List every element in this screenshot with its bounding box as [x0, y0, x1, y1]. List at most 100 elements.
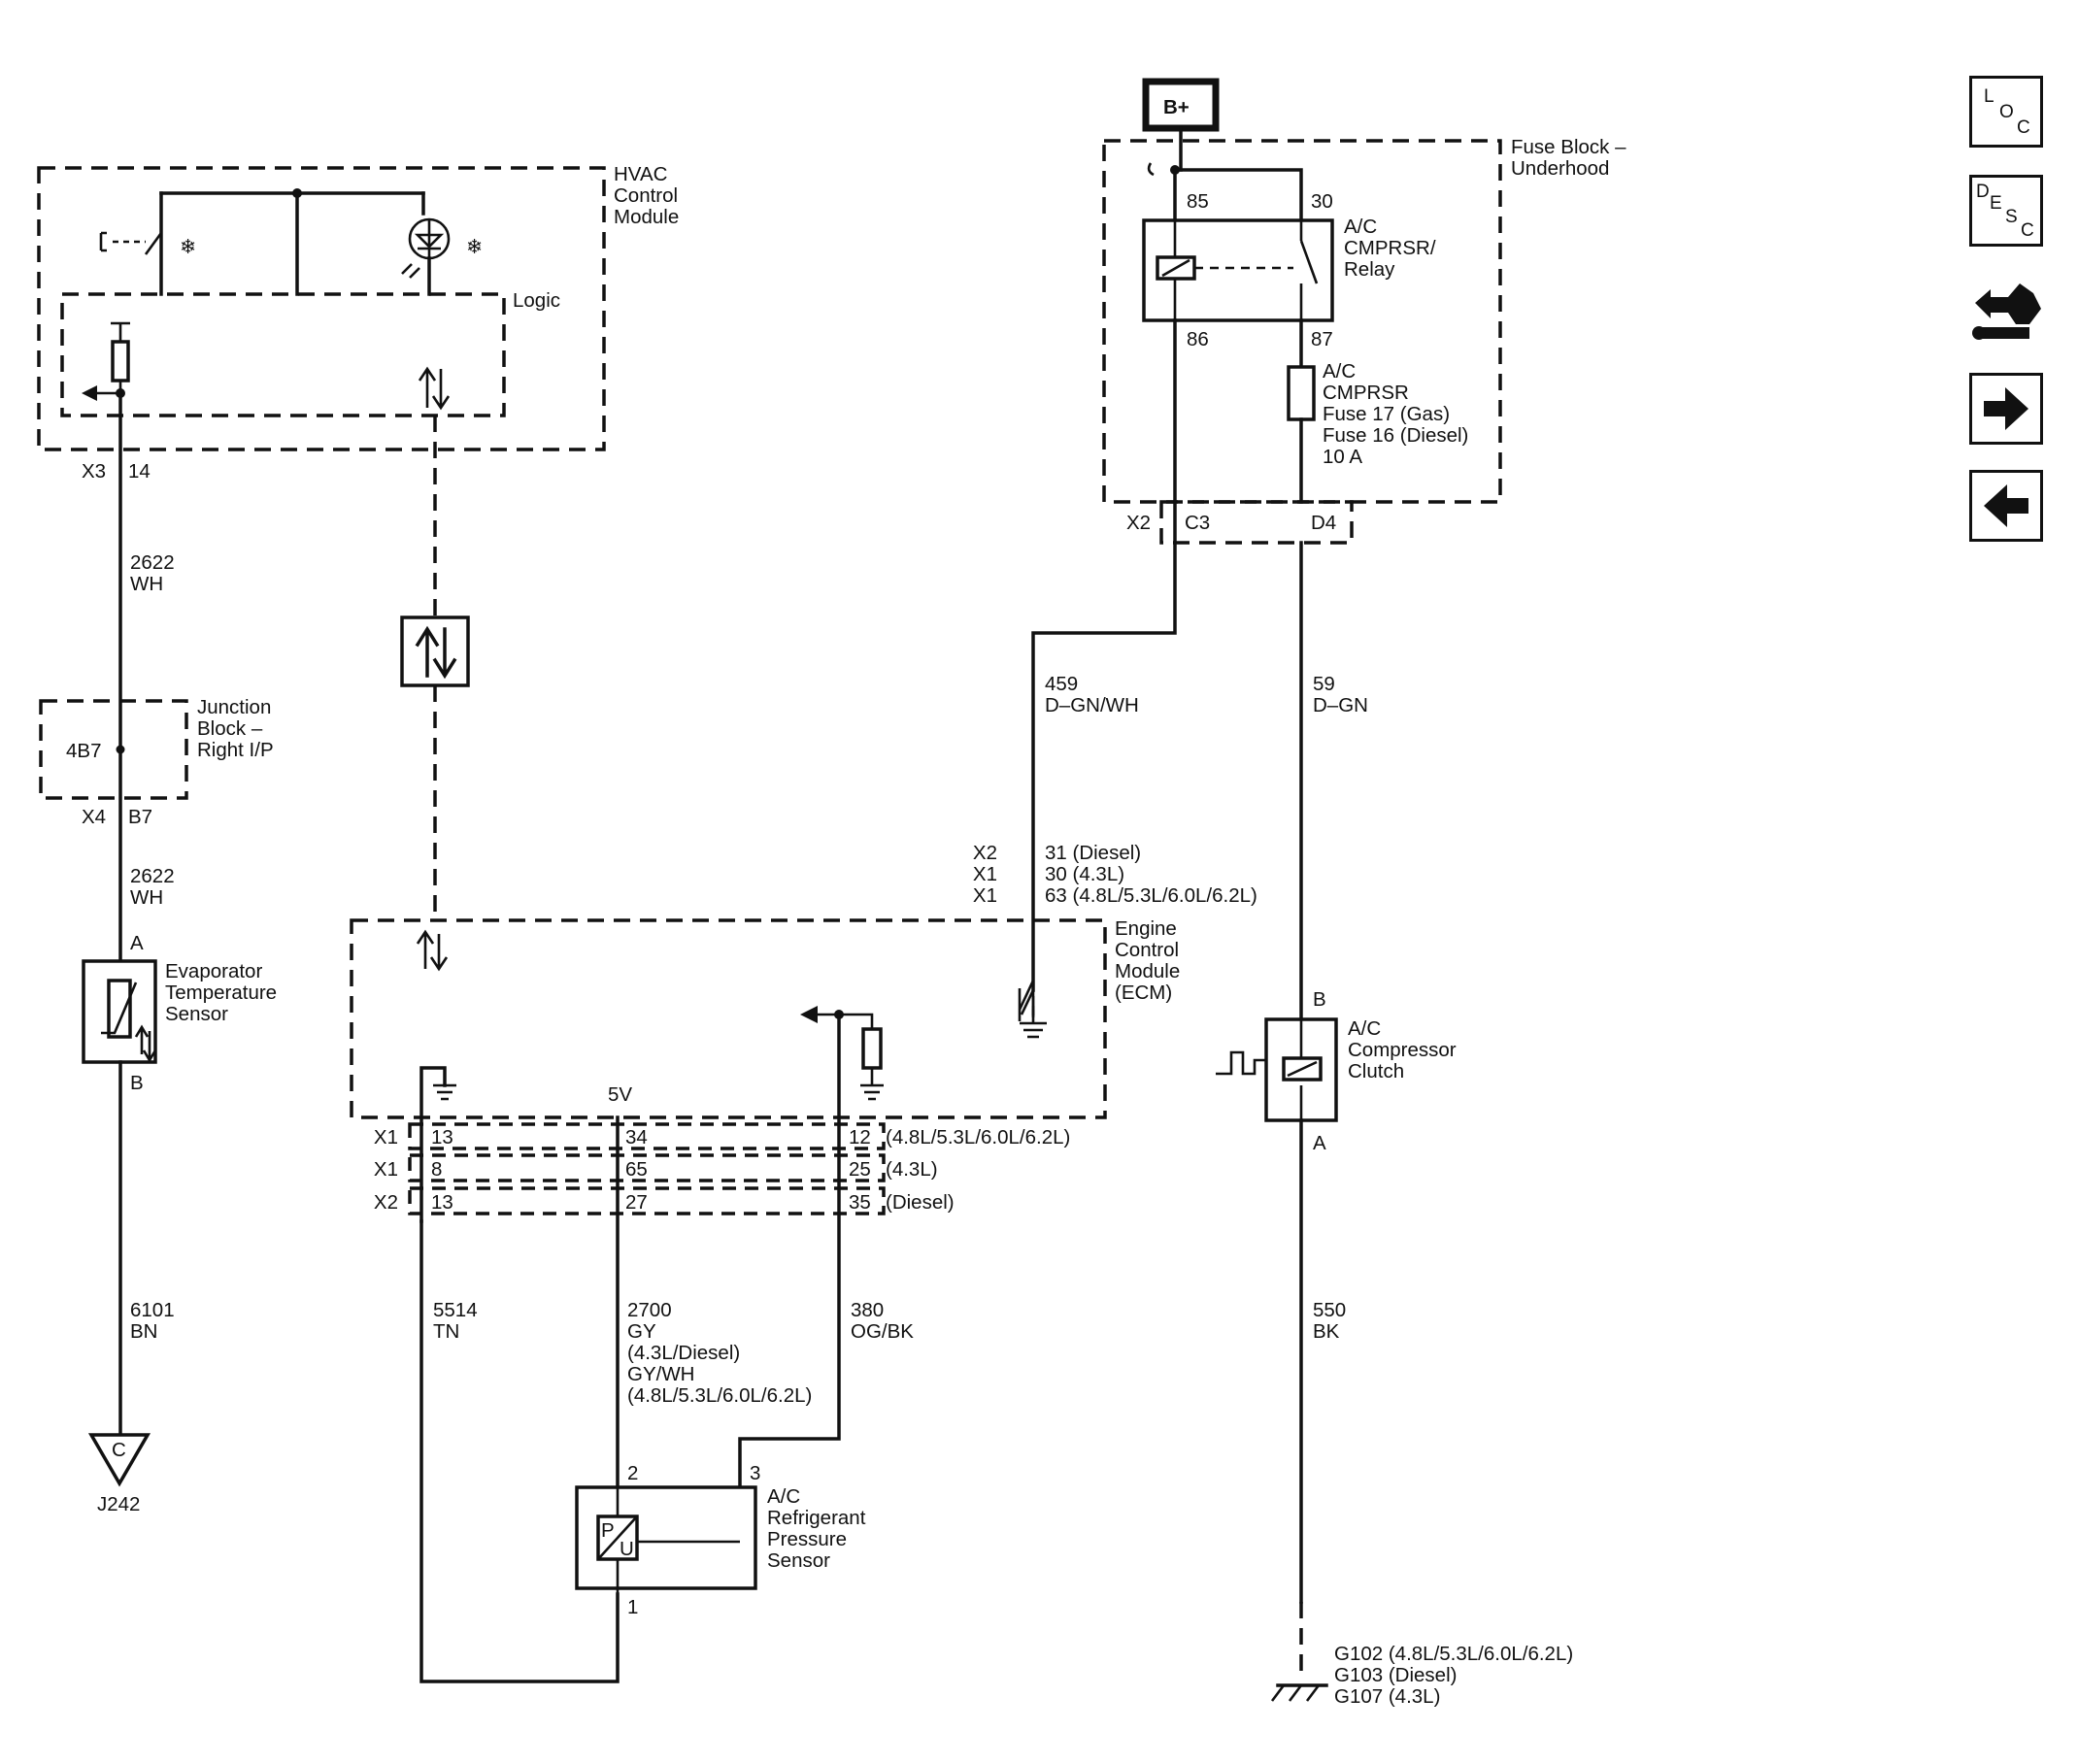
ac-compressor-fuse: A/C CMPRSR Fuse 17 (Gas) Fuse 16 (Diesel… [1287, 318, 1468, 504]
hvac-module-label-2: Control [614, 184, 678, 207]
wire-2622-color-a: WH [130, 573, 163, 595]
ecm-row-2-a: 13 [431, 1191, 453, 1214]
previous-page-button[interactable] [1969, 470, 2043, 542]
battery-positive: B+ [1142, 78, 1220, 132]
ps-glyph-p: P [601, 1519, 615, 1542]
ecm-label-3: Module [1115, 960, 1180, 982]
relay-driver-switch [1018, 980, 1047, 1039]
ac-compressor-relay: A/C CMPRSR/ Relay [1142, 216, 1436, 322]
ecm-relay-conn-2: X1 [973, 884, 997, 907]
clutch-pin-b: B [1313, 988, 1326, 1011]
relay-label-1: A/C [1344, 216, 1377, 238]
location-button[interactable]: L O C [1969, 76, 2043, 148]
ecm-row-0-a: 13 [431, 1126, 453, 1148]
ecm-relay-conn-0: X2 [973, 842, 997, 864]
relay-label-3: Relay [1344, 258, 1395, 281]
wire-2622-color-b: WH [130, 886, 163, 909]
b-plus-label: B+ [1163, 96, 1190, 118]
ecm-row-2-conn: X2 [374, 1191, 398, 1214]
desc-letter-e: E [1990, 193, 2002, 214]
junction-pin: 4B7 [66, 740, 101, 762]
conn-x4: X4 [82, 806, 106, 828]
relay-pin-30: 30 [1311, 190, 1333, 213]
relay-pin-86: 86 [1187, 328, 1209, 350]
serial-data-arrows-ecm [416, 929, 449, 972]
ecm-label-4: (ECM) [1115, 982, 1172, 1004]
fuse-label-1: A/C [1323, 360, 1356, 383]
ecm-row-1-note: (4.3L) [886, 1158, 938, 1181]
wire-459 [1031, 318, 1177, 992]
wire-550-color: BK [1313, 1320, 1340, 1343]
ecm-connector-block [408, 1122, 886, 1215]
wire-5514-num: 5514 [433, 1299, 478, 1321]
ecm-row-1-b: 65 [625, 1158, 648, 1181]
wire-2700-note-2: (4.8L/5.3L/6.0L/6.2L) [627, 1384, 812, 1407]
ecm-row-2-note: (Diesel) [886, 1191, 955, 1214]
repair-procedure-button[interactable] [1969, 274, 2047, 351]
wire-2700-num: 2700 [627, 1299, 672, 1321]
clutch-label-1: A/C [1348, 1017, 1381, 1040]
loc-letter-o: O [1999, 102, 2014, 122]
evaporator-temperature-sensor: A B Evaporator Temperature Sensor [82, 932, 277, 1094]
ecm-row-2-c: 35 [849, 1191, 871, 1214]
description-button[interactable]: D E S C [1969, 175, 2043, 247]
wire-5514-color: TN [433, 1320, 459, 1343]
junction-block-right-ip: 4B7 Junction Block – Right I/P [39, 696, 274, 800]
left-arrow-icon [1984, 484, 2028, 527]
ecm-row-0-c: 12 [849, 1126, 871, 1148]
pin-b7: B7 [128, 806, 152, 828]
serial-data-arrows-hvac [418, 366, 451, 411]
junction-label-1: Junction [197, 696, 271, 718]
wire-2700-color-2: GY/WH [627, 1363, 694, 1385]
fb-pin-d4: D4 [1311, 512, 1336, 534]
hvac-control-module: HVAC Control Module ❄ ❄ Logic [37, 163, 679, 451]
wire-5514 [419, 1219, 620, 1683]
desc-letter-s: S [2005, 207, 2018, 227]
ac-request-switch: ❄ [99, 231, 196, 258]
ps-glyph-u: U [620, 1538, 634, 1560]
engine-control-module: Engine Control Module (ECM) 5V [350, 917, 1180, 1223]
conn-x3: X3 [82, 460, 106, 483]
desc-letter-d: D [1976, 182, 1990, 202]
splice-letter: C [112, 1439, 126, 1461]
wire-59-color: D–GN [1313, 694, 1368, 716]
ac-compressor-clutch: B A A/C Compressor Clutch [1216, 988, 1457, 1154]
ecm-label-2: Control [1115, 939, 1179, 961]
evap-label-2: Temperature [165, 982, 277, 1004]
fuse-block-label-2: Underhood [1511, 157, 1609, 180]
fuse-label-5: 10 A [1323, 446, 1362, 468]
ps-pin-2: 2 [627, 1462, 638, 1484]
ecm-row-0-conn: X1 [374, 1126, 398, 1148]
ecm-row-1-c: 25 [849, 1158, 871, 1181]
ps-pin-1: 1 [627, 1596, 638, 1618]
next-page-button[interactable] [1969, 373, 2043, 445]
pin-14: 14 [128, 460, 151, 483]
wire-380-num: 380 [851, 1299, 884, 1321]
right-arrow-icon [1984, 387, 2028, 430]
wire-2622-num-a: 2622 [130, 551, 175, 574]
ecm-row-2-b: 27 [625, 1191, 648, 1214]
relay-pin-87: 87 [1311, 328, 1333, 350]
wire-2700-color-1: GY [627, 1320, 656, 1343]
hvac-module-boundary [37, 166, 606, 451]
splice-pack-j242: C J242 [87, 1433, 151, 1515]
snowflake-icon: ❄ [180, 236, 196, 258]
evap-label-3: Sensor [165, 1003, 228, 1025]
clutch-label-3: Clutch [1348, 1060, 1404, 1082]
chassis-ground: G102 (4.8L/5.3L/6.0L/6.2L) G103 (Diesel)… [1270, 1643, 1573, 1708]
relay-label-2: CMPRSR/ [1344, 237, 1436, 259]
fuse-label-2: CMPRSR [1323, 382, 1409, 404]
wire-6101-color: BN [130, 1320, 157, 1343]
evap-label-1: Evaporator [165, 960, 262, 982]
ecm-row-0-b: 34 [625, 1126, 648, 1148]
fb-pin-c3: C3 [1185, 512, 1210, 534]
wire-380 [647, 1013, 841, 1544]
wire-59-num: 59 [1313, 673, 1335, 695]
serial-data-symbol [400, 616, 470, 687]
junction-label-2: Block – [197, 717, 263, 740]
ecm-row-1-a: 8 [431, 1158, 442, 1181]
ps-label-2: Refrigerant [767, 1507, 866, 1529]
logic-boundary [60, 292, 506, 417]
ecm-relay-pin-1: 30 (4.3L) [1045, 863, 1124, 885]
ecm-relay-conn-1: X1 [973, 863, 997, 885]
